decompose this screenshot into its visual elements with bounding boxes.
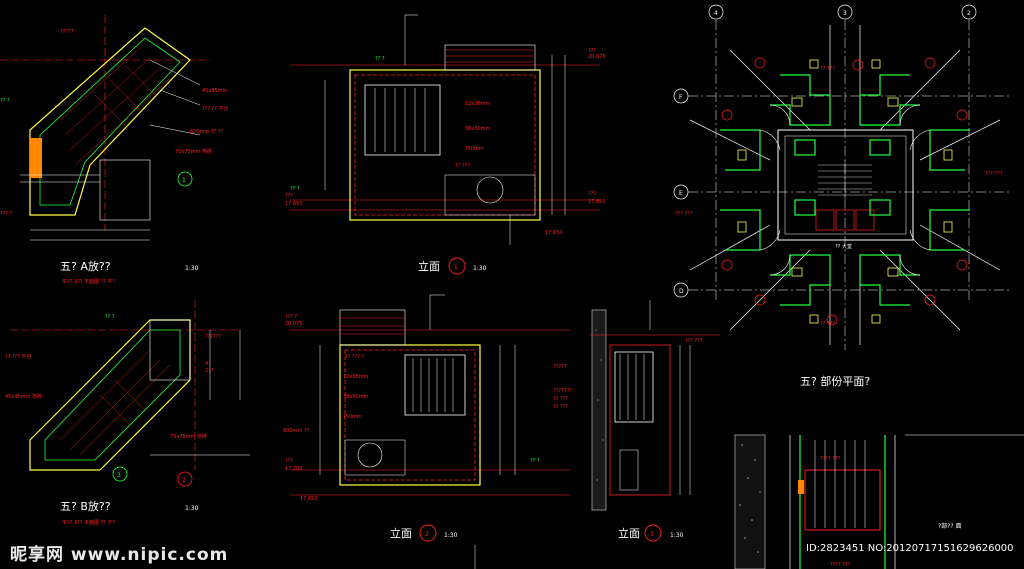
svg-text:?? ???: ?? ??? (820, 321, 835, 327)
watermark-brand: 昵享网 www.nipic.com (10, 545, 229, 565)
svg-text:75x75mm 地砖: 75x75mm 地砖 (170, 433, 207, 440)
svg-text:???? ???: ???? ??? (830, 562, 851, 568)
svg-text:??? ???: ??? ??? (675, 211, 693, 217)
svg-text:??? ???: ??? ??? (985, 171, 1003, 177)
elevation-1-number: 1 (454, 264, 458, 271)
plan-a-scale: 1:30 (185, 265, 199, 272)
svg-text:?? ??? ?: ?? ??? ? (345, 354, 364, 360)
svg-text:38x50mm: 38x50mm (343, 394, 369, 400)
svg-text:?? ?: ?? ? (290, 186, 300, 192)
elevation-3-scale: 1:30 (670, 532, 684, 539)
elevation-2: ??? ? 20.075 ??? 17.200 17.650 12x38mm 3… (283, 294, 570, 569)
plan-b-tile-hatch (59, 349, 171, 456)
svg-text:??????: ?????? (205, 334, 221, 340)
svg-text:4?: 4? (205, 361, 211, 367)
svg-text:?50mm: ?50mm (465, 146, 484, 152)
svg-text:?? ?: ?? ? (0, 98, 10, 104)
detail-title: ?部?? 面 (938, 522, 961, 530)
svg-text:?? ?: ?? ? (105, 314, 115, 320)
elevation-3-number: 3 (650, 531, 654, 538)
svg-text:?? ?: ?? ? (375, 56, 385, 62)
e2-top-dim: 20.075 (285, 321, 303, 327)
svg-text:12x38mm: 12x38mm (343, 374, 369, 380)
plan-b-note: 平?? 3?? 平面图 ?? 不? (62, 520, 115, 526)
e1-mid-dim: 17.650 (285, 201, 303, 207)
plan-a-note: 平?? 3?? 平面图 ?? 不? (62, 279, 115, 285)
svg-text:?? ???: ?? ??? (553, 404, 568, 410)
grid-top-1: 4 (714, 10, 718, 17)
svg-text:??? ???: ??? ??? (685, 338, 703, 344)
e1-bot-dim: 17.650 (588, 199, 606, 205)
detail-concrete-hatch (739, 444, 761, 553)
svg-text:?? ?: ?? ? (530, 458, 540, 464)
grid-left-3: D (679, 288, 684, 295)
watermark-id: ID:2823451 NO:20120717151629626000 (806, 543, 1014, 554)
floor-plan: 4 3 2 F E D (673, 4, 1010, 388)
svg-text:?? ???: ?? ??? (455, 163, 470, 169)
grid-left-2: E (679, 190, 683, 197)
svg-text:???: ??? (285, 458, 293, 464)
svg-text:??? ?: ??? ? (285, 314, 298, 320)
svg-text:12x38mm: 12x38mm (465, 101, 491, 107)
detail-bubble-a: 1 (182, 177, 186, 184)
svg-text:2??: 2?? (205, 368, 214, 374)
elevation-2-scale: 1:30 (444, 532, 458, 539)
svg-text:45x95mm: 45x95mm (202, 88, 228, 94)
detail-section: ???? ??? ?部?? 面 ???? ??? (734, 434, 1024, 569)
floor-plan-title: 五? 部份平面? (800, 374, 870, 388)
svg-text:??? ?: ??? ? (0, 211, 13, 217)
svg-text:75x75mm 地砖: 75x75mm 地砖 (175, 148, 212, 155)
e2-mid-dim: 17.200 (285, 466, 303, 472)
svg-text:?? ???: ?? ??? (553, 396, 568, 402)
elevation-3-title: 立面 (618, 526, 640, 540)
svg-text:?? ???: ?? ??? (820, 66, 835, 72)
elevation-1: ??? 20.075 ??? 17.650 ??? 17.650 17.650 … (285, 14, 606, 275)
elevation-1-louvers (374, 88, 426, 152)
floor-plan-unit-walls (720, 74, 970, 306)
floor-plan-stair (818, 160, 872, 200)
e1-bot-label: ??? (588, 191, 596, 197)
e2-bot-dim: 17.650 (300, 496, 318, 502)
grid-left-1: F (679, 94, 683, 101)
elevation-2-louvers (412, 358, 454, 412)
svg-text:?50mm: ?50mm (343, 414, 362, 420)
elevation-2-title: 立面 (390, 526, 412, 540)
plan-a-tile-hatch (59, 47, 171, 166)
e1-top-label: ??? (588, 48, 596, 54)
svg-text:????7: ????7 (553, 364, 567, 370)
plan-b: ?????? 4? 2?? ?? ??? 平台 45x95mm 地砖 75x75… (5, 300, 250, 526)
svg-text:17.650: 17.650 (545, 230, 563, 236)
svg-text:600mm ?? ??: 600mm ?? ?? (190, 129, 223, 135)
e1-mid-label: ??? (285, 193, 293, 199)
elevation-2-number: 2 (425, 531, 429, 538)
svg-text:???? ???: ???? ??? (820, 456, 841, 462)
elevation-3: ????7 ????7?? ?? ??? ?? ??? ??? ??? 立面 3… (553, 300, 720, 542)
svg-text:????7??: ????7?? (553, 388, 572, 394)
grid-top-2: 3 (843, 10, 847, 17)
elevation-1-scale: 1:30 (473, 265, 487, 272)
svg-text:38x50mm: 38x50mm (465, 126, 491, 132)
elevation-3-wall-hatch (595, 329, 604, 481)
svg-text:??? ?? 平台: ??? ?? 平台 (202, 105, 228, 112)
plan-b-scale: 1:30 (185, 505, 199, 512)
plan-a: ????7 45x95mm ??? ?? 平台 600mm ?? ?? 75x7… (0, 15, 228, 285)
svg-text:?? 大堂: ?? 大堂 (835, 243, 852, 250)
plan-a-title: 五? A放?? (60, 259, 111, 273)
grid-top-3: 2 (967, 10, 971, 17)
elevation-1-title: 立面 (418, 259, 440, 273)
svg-text:45x95mm 地砖: 45x95mm 地砖 (5, 393, 42, 400)
svg-text:????7: ????7 (60, 29, 74, 35)
svg-text:600mm ??: 600mm ?? (283, 428, 310, 434)
plan-b-title: 五? B放?? (60, 499, 111, 513)
e1-top-dim: 20.075 (588, 54, 606, 60)
detail-bubble-b2: 2 (182, 477, 186, 484)
detail-bubble-b3: 3 (117, 472, 121, 479)
svg-text:?? ??? 平台: ?? ??? 平台 (5, 353, 31, 360)
